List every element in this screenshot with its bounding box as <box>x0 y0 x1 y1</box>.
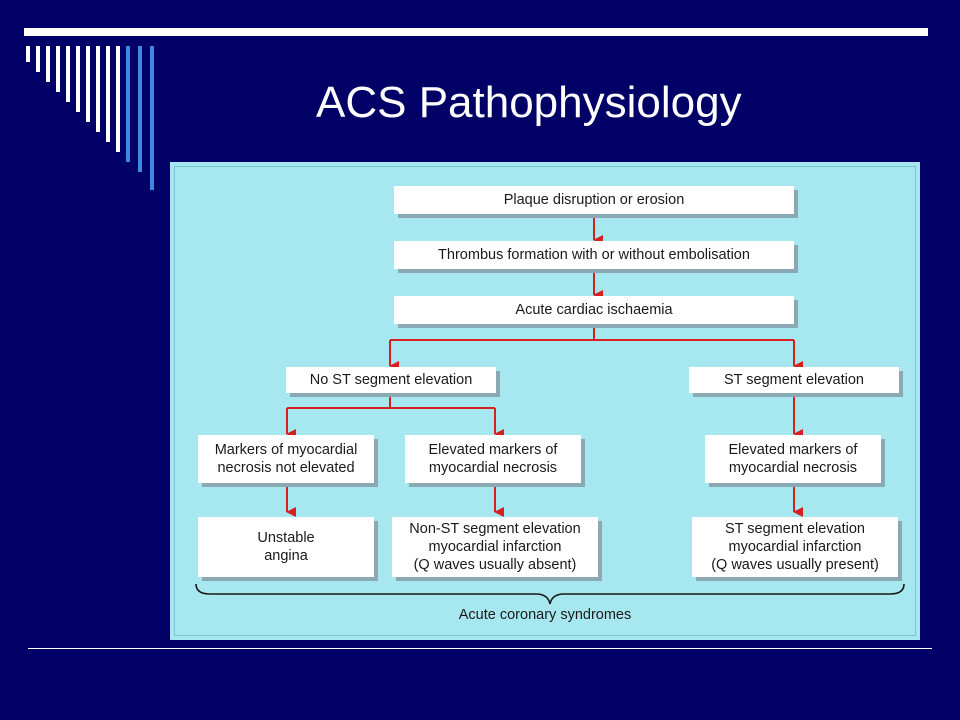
node-nstemi: Non-ST segment elevation myocardial infa… <box>392 517 598 577</box>
stripe <box>26 46 30 62</box>
stripe <box>116 46 120 152</box>
slide-title: ACS Pathophysiology <box>316 78 742 127</box>
bracket-label: Acute coronary syndromes <box>458 607 632 623</box>
stripe <box>96 46 100 132</box>
node-plaque-disruption: Plaque disruption or erosion <box>394 186 794 214</box>
stripe <box>126 46 130 162</box>
node-elevated-markers-left: Elevated markers of myocardial necrosis <box>405 435 581 483</box>
stripe <box>76 46 80 112</box>
node-unstable-angina: Unstable angina <box>198 517 374 577</box>
top-rule <box>24 28 928 36</box>
bottom-rule <box>28 648 932 649</box>
acs-bracket <box>195 583 905 605</box>
stripe <box>36 46 40 72</box>
stripe <box>138 46 142 172</box>
stripe <box>150 46 154 190</box>
decorative-stripes <box>0 0 170 200</box>
node-acute-ischaemia: Acute cardiac ischaemia <box>394 296 794 324</box>
node-elevated-markers-right: Elevated markers of myocardial necrosis <box>705 435 881 483</box>
node-thrombus-formation: Thrombus formation with or without embol… <box>394 241 794 269</box>
node-stemi: ST segment elevation myocardial infarcti… <box>692 517 898 577</box>
node-no-st-elevation: No ST segment elevation <box>286 367 496 393</box>
stripe <box>56 46 60 92</box>
stripe <box>46 46 50 82</box>
node-st-elevation: ST segment elevation <box>689 367 899 393</box>
stripe <box>86 46 90 122</box>
node-markers-not-elevated: Markers of myocardial necrosis not eleva… <box>198 435 374 483</box>
stripe <box>106 46 110 142</box>
panel-border <box>174 166 916 636</box>
stripe <box>66 46 70 102</box>
